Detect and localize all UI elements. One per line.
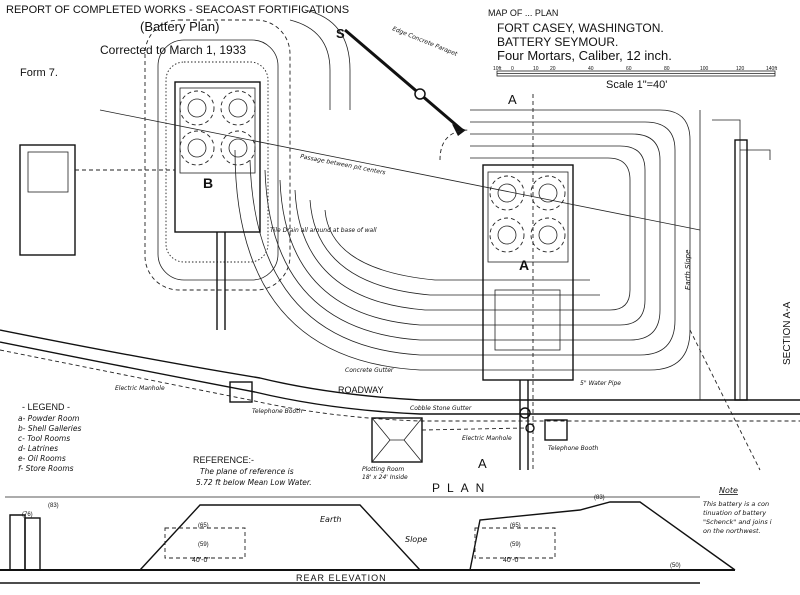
mortar-pit-b: B [174,81,261,330]
telephone-booth-right [544,419,568,441]
note-line: tinuation of battery [703,509,766,517]
note-line: This battery is a con [703,500,769,508]
legend-item: d- Latrines [18,444,58,453]
reference-text: The plane of reference is [200,467,294,476]
pit-label: B [203,175,213,191]
scale-tick: 60 [626,66,632,72]
elevation-mark: (76) [22,512,33,518]
plan-label: PLAN [432,481,491,495]
rear-elevation-title: REAR ELEVATION [296,573,387,583]
elevation-mark: (83) [594,495,605,501]
section-a-a [689,110,771,471]
legend-item: f- Store Rooms [18,464,74,473]
dimension-label: 40'-0" [192,557,210,564]
roadway [0,329,800,422]
fort-name: FORT CASEY, WASHINGTON. [497,21,664,35]
slope-label: Slope [405,535,427,544]
electric-manhole-icon [525,423,535,433]
telephone-booth-label: Telephone Booth [252,408,302,415]
north-arrow-icon: S [336,26,466,136]
water-pipe-label: 5" Water Pipe [580,380,621,387]
scale-tick: 80 [664,66,670,72]
battery-name: BATTERY SEYMOUR. [497,35,618,49]
scale-tick: 20 [550,66,556,72]
manhole-label: Electric Manhole [115,385,165,392]
telephone-booth-label: Telephone Booth [548,445,598,452]
legend: - LEGEND - a- Powder Room b- Shell Galle… [18,402,82,473]
legend-item: c- Tool Rooms [18,434,70,443]
plotting-room-label: Plotting Room [362,466,404,473]
elevation-mark: (59) [198,542,209,548]
scale-tick: 40 [588,66,594,72]
parapet-label: Edge Concrete Parapet [391,25,459,58]
section-marker-top: A [508,92,517,107]
legend-item: b- Shell Galleries [18,424,82,433]
scale-tick: 100 [700,66,709,72]
scale-tick: 140ft [766,66,778,72]
earth-slope-label: Earth Slope [684,250,692,290]
section-label: SECTION A-A [782,301,793,365]
gutter-label: Concrete Gutter [345,367,394,374]
telephone-booth-left [229,381,253,403]
elevation-mark: (59) [510,542,521,548]
plan-subtitle: (Battery Plan) [140,19,219,34]
elevation-mark: (83) [48,503,59,509]
legend-title: - LEGEND - [22,402,70,412]
note-line: "Schenck" and joins i [703,518,772,526]
note-line: on the northwest. [703,527,761,535]
cobble-gutter-label: Cobble Stone Gutter [410,405,472,412]
legend-item: e- Oil Rooms [18,454,66,463]
report-title: REPORT OF COMPLETED WORKS - SEACOAST FOR… [6,4,349,16]
left-magazine [19,144,175,256]
mortar-pit-a: A [482,164,574,470]
corrected-date: Corrected to March 1, 1933 [100,43,246,57]
scale-tick: 120 [736,66,745,72]
roadway-label: ROADWAY [338,385,384,395]
pit-a-contours [234,9,691,371]
form-number: Form 7. [20,67,58,79]
manhole-label: Electric Manhole [462,435,512,442]
scale-label: Scale 1"=40' [606,79,667,91]
scale-tick: 10 [533,66,539,72]
scale-tick: 0 [511,66,514,72]
tile-drain-label: Tile Drain all around at base of wall [270,227,377,234]
rear-elevation [0,496,736,584]
note: Note This battery is a con tinuation of … [703,486,772,535]
elevation-mark: (65) [198,523,209,529]
compass-label: S [336,26,345,41]
section-marker-bottom: A [478,456,487,471]
scale-bar: 10ft 0 10 20 40 60 80 100 120 140ft Scal… [493,66,778,91]
plotting-room [371,417,526,463]
plotting-room-size: 18' x 24' Inside [362,474,408,481]
passage-line [99,109,701,231]
elevation-mark: (65) [510,523,521,529]
electric-manhole-icon [519,407,531,419]
earth-label: Earth [320,515,341,524]
scale-tick: 10ft [493,66,502,72]
legend-item: a- Powder Room [18,414,79,423]
note-title: Note [719,486,738,495]
dimension-label: 40'-0" [503,557,521,564]
elevation-mark: (50) [670,563,681,569]
reference-text: 5.72 ft below Mean Low Water. [196,478,312,487]
armament: Four Mortars, Caliber, 12 inch. [497,48,672,63]
pit-label: A [519,257,529,273]
reference-title: REFERENCE:- [193,455,254,465]
faint-map-title: MAP OF ... PLAN [488,8,558,18]
